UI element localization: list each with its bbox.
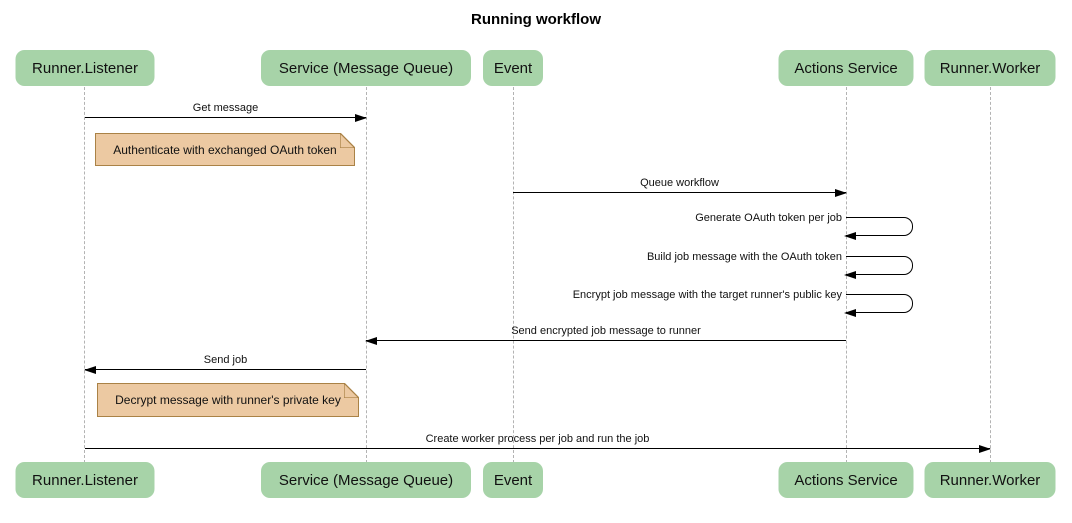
message-label: Create worker process per job and run th… bbox=[425, 433, 650, 445]
arrowhead-right-icon bbox=[355, 114, 367, 123]
arrowhead-right-icon bbox=[979, 445, 991, 454]
note-fold-icon bbox=[344, 382, 360, 398]
participant-bottom-event: Event bbox=[483, 462, 543, 498]
selfmsg-label-encrypt-job-message: Encrypt job message with the target runn… bbox=[572, 289, 842, 301]
participant-bottom-runner-listener: Runner.Listener bbox=[15, 462, 155, 498]
lifeline-runner-worker bbox=[990, 87, 991, 463]
arrowhead-left-icon bbox=[844, 309, 856, 318]
selfmsg-loop-build-job-message bbox=[844, 256, 913, 280]
note-text: Authenticate with exchanged OAuth token bbox=[113, 142, 337, 157]
note-text: Decrypt message with runner's private ke… bbox=[115, 393, 341, 407]
selfmsg-loop-generate-oauth-token bbox=[844, 217, 913, 241]
participant-bottom-service-message-queue: Service (Message Queue) bbox=[261, 462, 471, 498]
diagram-title: Running workflow bbox=[471, 11, 601, 28]
arrowhead-left-icon bbox=[365, 337, 377, 346]
selfmsg-loop-encrypt-job-message bbox=[844, 294, 913, 318]
message-label: Send encrypted job message to runner bbox=[511, 325, 701, 337]
lifeline-runner-listener bbox=[84, 87, 85, 463]
arrowhead-left-icon bbox=[84, 366, 96, 375]
participant-top-runner-listener: Runner.Listener bbox=[15, 50, 155, 86]
note-fold-icon bbox=[340, 132, 356, 148]
participant-bottom-runner-worker: Runner.Worker bbox=[924, 462, 1056, 498]
selfmsg-label-generate-oauth-token: Generate OAuth token per job bbox=[695, 212, 842, 224]
participant-bottom-actions-service: Actions Service bbox=[778, 462, 914, 498]
message-create-worker-process: Create worker process per job and run th… bbox=[85, 428, 991, 454]
note-decrypt-private-key: Decrypt message with runner's private ke… bbox=[97, 382, 360, 417]
selfmsg-label-build-job-message: Build job message with the OAuth token bbox=[646, 251, 842, 263]
message-get-message: Get message bbox=[85, 97, 367, 123]
participant-top-runner-worker: Runner.Worker bbox=[924, 50, 1056, 86]
message-queue-workflow: Queue workflow bbox=[513, 172, 847, 198]
arrowhead-right-icon bbox=[835, 189, 847, 198]
message-send-job: Send job bbox=[84, 349, 366, 375]
arrowhead-left-icon bbox=[844, 232, 856, 241]
participant-top-service-message-queue: Service (Message Queue) bbox=[261, 50, 471, 86]
message-send-encrypted-job-message: Send encrypted job message to runner bbox=[365, 320, 846, 346]
note-authenticate-oauth: Authenticate with exchanged OAuth token bbox=[95, 132, 356, 166]
participant-top-event: Event bbox=[483, 50, 543, 86]
participant-top-actions-service: Actions Service bbox=[778, 50, 914, 86]
arrowhead-left-icon bbox=[844, 271, 856, 280]
lifeline-event bbox=[513, 87, 514, 463]
message-label: Get message bbox=[192, 102, 259, 114]
lifeline-service-message-queue bbox=[366, 87, 367, 463]
message-label: Queue workflow bbox=[640, 177, 719, 189]
message-label: Send job bbox=[203, 354, 248, 366]
